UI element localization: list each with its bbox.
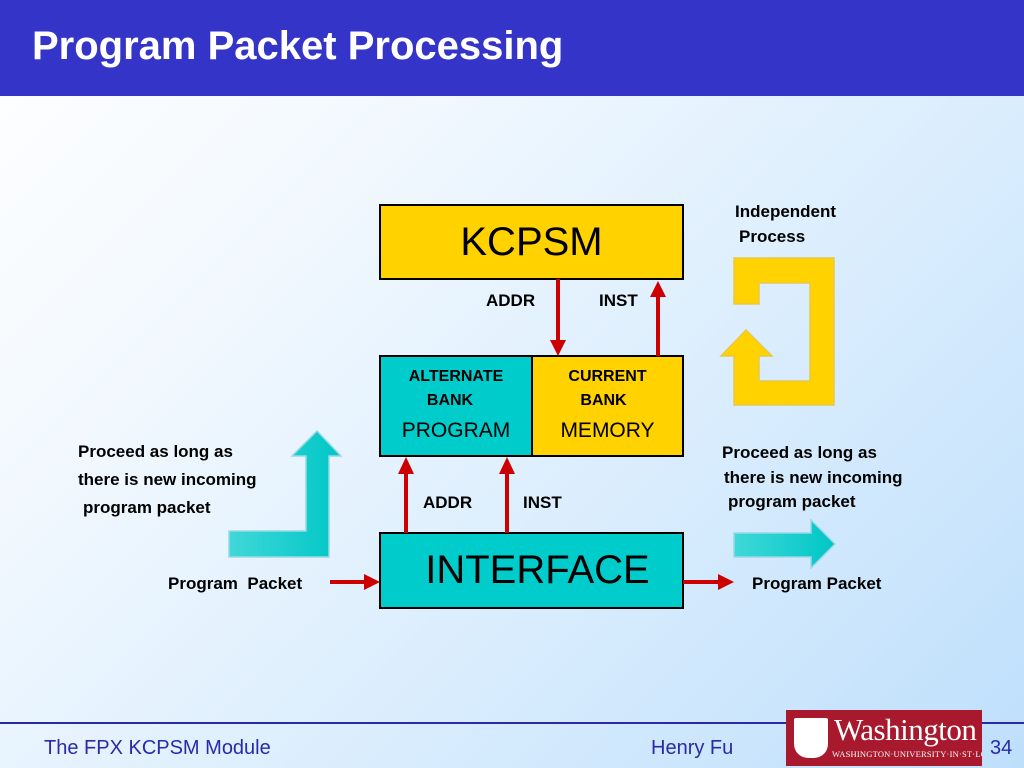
right-note-line3: program packet — [728, 492, 856, 511]
top-addr-label: ADDR — [486, 291, 536, 310]
bottom-inst-label: INST — [523, 493, 562, 512]
current-bank-line2: BANK — [580, 392, 627, 409]
kcpsm-label: KCPSM — [460, 220, 603, 264]
addr-down-arrow — [550, 279, 566, 356]
independent-process-loop-icon — [719, 257, 835, 406]
bottom-addr-label: ADDR — [423, 493, 473, 512]
independent-process-line2: Process — [739, 227, 806, 246]
program-packet-out-label: Program Packet — [752, 574, 882, 593]
current-bank-line1: CURRENT — [568, 368, 647, 385]
program-packet-in-label: Program Packet — [168, 574, 303, 593]
current-bank-box — [531, 355, 684, 457]
packet-out-arrow — [683, 574, 734, 590]
interface-label: INTERFACE — [425, 548, 650, 592]
independent-process-line1: Independent — [735, 202, 837, 221]
inst-up-arrow — [650, 281, 666, 356]
footer-divider — [0, 722, 1024, 724]
shield-icon — [794, 718, 828, 758]
footer-module-name: The FPX KCPSM Module — [44, 737, 271, 759]
right-note-line2: there is new incoming — [724, 468, 903, 487]
alternate-bank-line2: BANK — [426, 392, 474, 409]
logo-subtext: WASHINGTON·UNIVERSITY·IN·ST·LOUIS — [832, 749, 982, 759]
left-proceed-arrow — [228, 429, 343, 558]
alternate-bank-line3: PROGRAM — [401, 419, 511, 442]
inst-up-arrow-lower — [499, 457, 515, 533]
left-note-line1: Proceed as long as — [78, 442, 233, 461]
slide-title: Program Packet Processing — [32, 24, 564, 68]
washington-university-logo: Washington WASHINGTON·UNIVERSITY·IN·ST·L… — [786, 710, 982, 766]
kcpsm-box — [379, 204, 684, 280]
alternate-bank-line1: ALTERNATE — [408, 368, 504, 385]
packet-in-arrow — [330, 574, 380, 590]
logo-wordmark: Washington — [834, 712, 977, 747]
current-bank-line3: MEMORY — [560, 419, 655, 442]
left-note-line3: program packet — [83, 498, 211, 517]
right-note-line1: Proceed as long as — [722, 443, 877, 462]
footer-author: Henry Fu — [651, 737, 734, 759]
left-note-line2: there is new incoming — [78, 470, 257, 489]
interface-box — [379, 532, 684, 609]
right-proceed-arrow — [733, 518, 837, 570]
addr-up-arrow — [398, 457, 414, 533]
page-number: 34 — [990, 737, 1013, 759]
top-inst-label: INST — [599, 291, 638, 310]
title-bar: Program Packet Processing — [0, 0, 1024, 96]
